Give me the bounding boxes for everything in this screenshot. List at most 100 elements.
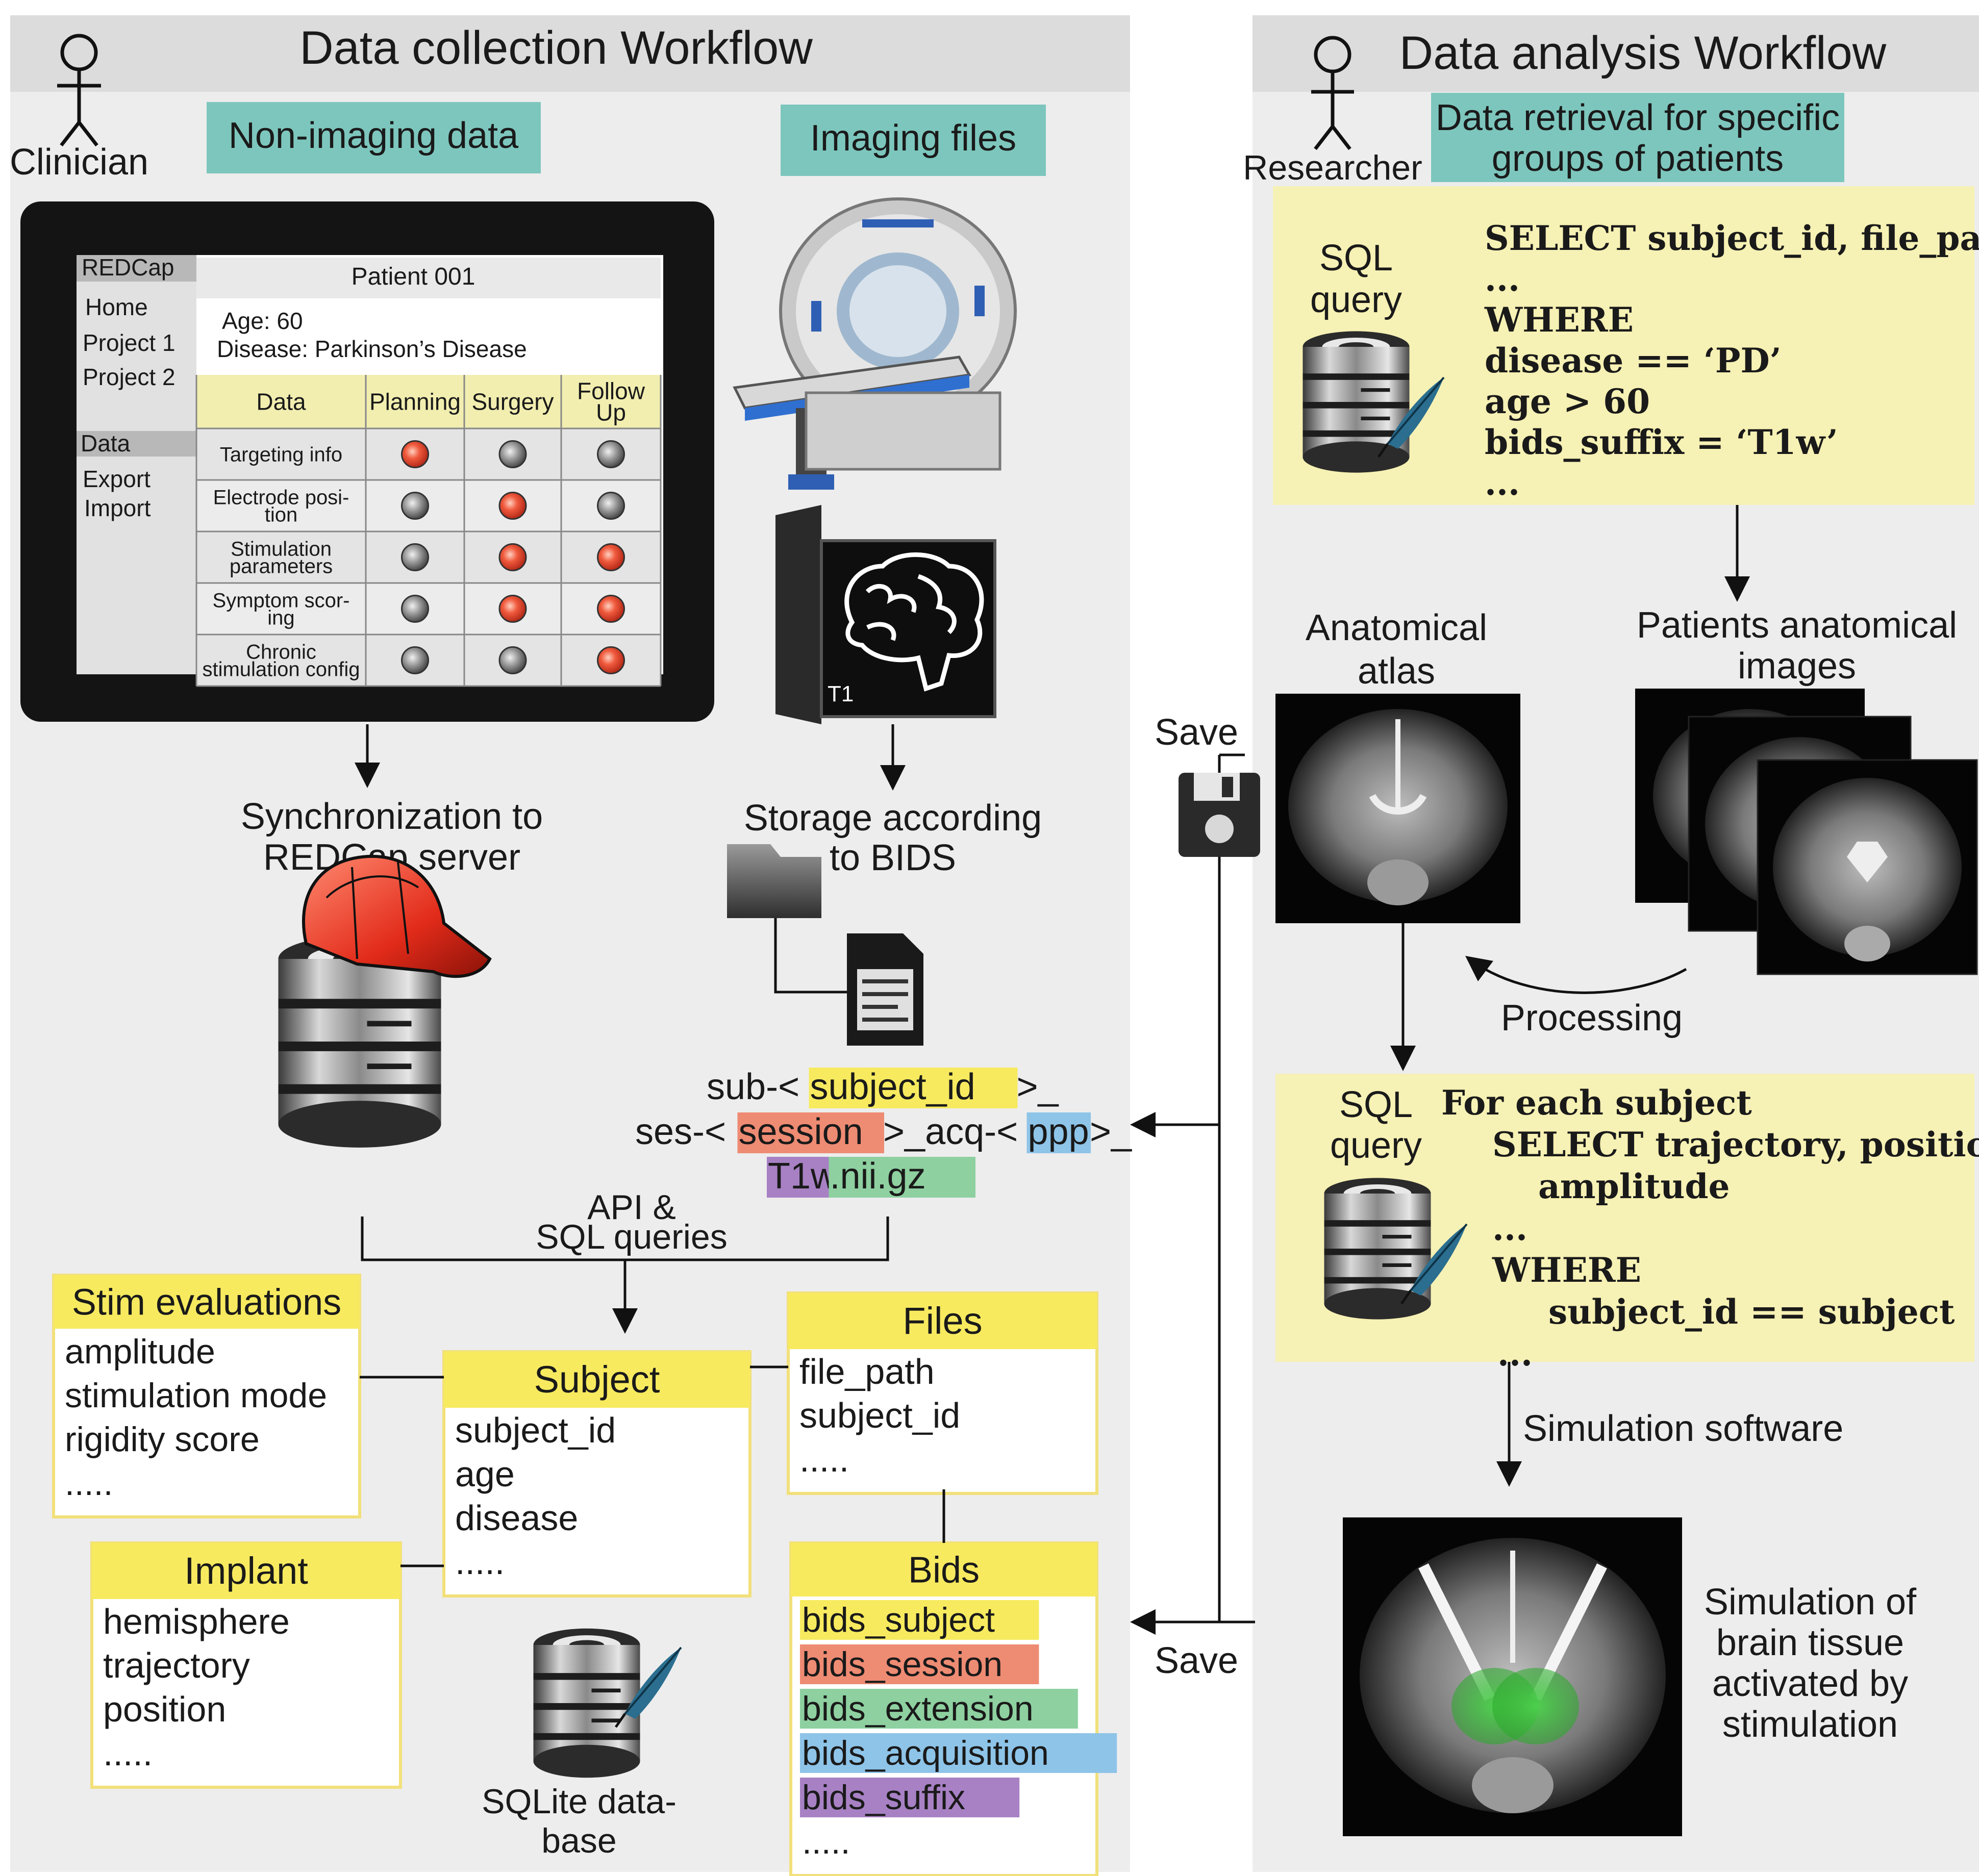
bids-storage-label-line1: Storage according xyxy=(744,798,1042,839)
field-highlight-blue xyxy=(800,1733,1117,1773)
save-floppy-icon[interactable] xyxy=(1179,773,1260,857)
imaging-label-box xyxy=(781,105,1046,176)
simulation-result-line4: stimulation xyxy=(1722,1704,1898,1745)
sql-code-line: For each subject xyxy=(1441,1083,1752,1123)
sql-code-line: bids_suffix = ‘T1w’ xyxy=(1485,422,1838,462)
researcher-label: Researcher xyxy=(1243,148,1422,187)
imaging-label: Imaging files xyxy=(810,118,1016,159)
bids-filename-segment: .nii.gz xyxy=(830,1156,926,1197)
table-field: file_path xyxy=(799,1352,935,1391)
sql-code-line: ... xyxy=(1492,1208,1527,1248)
bids-filename: sub-<subject_id>_ses-<session>_acq-<ppp>… xyxy=(635,1067,1132,1198)
table-field: ..... xyxy=(799,1439,849,1479)
patients-mri-stack xyxy=(1635,689,1978,975)
table-bids: Bidsbids_subjectbids_sessionbids_extensi… xyxy=(789,1541,1117,1876)
redcap-nav-data[interactable]: Data xyxy=(81,430,131,457)
bids-filename-segment: sub-< xyxy=(707,1067,799,1107)
status-dot-active[interactable] xyxy=(498,543,527,571)
status-dot-inactive[interactable] xyxy=(498,440,527,468)
bids-storage-label-line2: to BIDS xyxy=(830,838,956,878)
status-dot-active[interactable] xyxy=(498,595,527,623)
table-field: subject_id xyxy=(455,1410,616,1450)
table-field: age xyxy=(455,1454,515,1494)
sql-code-line: ... xyxy=(1497,1334,1533,1374)
status-dot-active[interactable] xyxy=(498,492,527,520)
bids-filename-segment: >_acq-< xyxy=(883,1111,1018,1152)
redcap-nav-home[interactable]: Home xyxy=(85,294,148,320)
atlas-label-line2: atlas xyxy=(1358,651,1435,692)
table-field: ..... xyxy=(103,1733,153,1773)
sync-label-line1: Synchronization to xyxy=(241,796,543,837)
sqlite-label-line1: SQLite data- xyxy=(482,1782,677,1821)
status-dot-inactive[interactable] xyxy=(498,646,527,674)
sql-code-line: amplitude xyxy=(1538,1167,1730,1206)
non-imaging-label-box xyxy=(207,102,541,173)
redcap-table-row-label: Targeting info xyxy=(220,444,342,466)
table-header-bg xyxy=(788,1293,1097,1349)
sqlite-label-line2: base xyxy=(541,1821,616,1860)
redcap-nav-export[interactable]: Export xyxy=(83,466,151,492)
table-title: Bids xyxy=(908,1550,980,1591)
simulation-result-line2: brain tissue xyxy=(1716,1623,1904,1663)
bids-filename-segment: >_ xyxy=(1090,1111,1132,1152)
redcap-table-row-label: parameters xyxy=(230,555,333,578)
bids-highlight-blue xyxy=(1026,1112,1091,1153)
retrieval-label-box xyxy=(1431,93,1844,182)
table-field: bids_extension xyxy=(802,1689,1034,1728)
processing-label: Processing xyxy=(1501,998,1683,1038)
bids-filename-segment: session xyxy=(739,1111,863,1152)
save-label-bottom: Save xyxy=(1155,1640,1238,1681)
status-dot-active[interactable] xyxy=(597,595,625,623)
simulation-result-line3: activated by xyxy=(1712,1663,1908,1704)
api-label-line1: API & xyxy=(587,1188,676,1227)
folder-icon xyxy=(727,844,821,918)
table-field: amplitude xyxy=(65,1332,215,1371)
folder-file-connector xyxy=(774,918,847,994)
status-dot-inactive[interactable] xyxy=(401,595,429,623)
mri-monitor-label: T1 xyxy=(828,681,854,706)
redcap-table-header: Data xyxy=(256,389,306,415)
status-dot-inactive[interactable] xyxy=(401,646,429,674)
status-dot-active[interactable] xyxy=(597,646,625,674)
sql-code-line: WHERE xyxy=(1492,1250,1641,1290)
status-dot-inactive[interactable] xyxy=(597,492,625,520)
status-dot-active[interactable] xyxy=(401,440,429,468)
flow-arrows-left xyxy=(355,724,906,1334)
table-field: bids_subject xyxy=(802,1601,995,1639)
redcap-table-row-label: Electrode posi- xyxy=(213,487,349,509)
table-field: bids_acquisition xyxy=(802,1734,1049,1772)
table-title: Implant xyxy=(184,1550,308,1592)
redcap-nav-project2[interactable]: Project 2 xyxy=(83,364,176,390)
sql-code-line: ... xyxy=(1485,463,1520,503)
table-field: subject_id xyxy=(799,1396,960,1435)
sql-code-line: SELECT subject_id, file_path xyxy=(1485,218,1979,258)
redcap-table-header: Up xyxy=(596,399,626,426)
redcap-table-header-bg xyxy=(196,375,661,428)
status-dot-inactive[interactable] xyxy=(401,543,429,571)
bids-highlight-green xyxy=(829,1157,975,1198)
sql-code-line: age > 60 xyxy=(1485,382,1650,421)
sql-code-line: WHERE xyxy=(1484,300,1634,340)
status-dot-inactive[interactable] xyxy=(401,492,429,520)
table-header-bg xyxy=(92,1543,400,1599)
table-title: Subject xyxy=(534,1358,660,1401)
mri-scanner-icon xyxy=(733,197,1017,490)
status-dot-active[interactable] xyxy=(597,543,625,571)
table-field: ..... xyxy=(802,1822,850,1861)
table-field: disease xyxy=(455,1498,578,1538)
redcap-nav-import[interactable]: Import xyxy=(84,495,151,521)
status-dot-inactive[interactable] xyxy=(597,440,625,468)
bids-filename-segment: subject_id xyxy=(810,1067,975,1107)
atlas-mri-image xyxy=(1275,694,1520,923)
redcap-table-row-label: Symptom scor- xyxy=(213,590,350,612)
redcap-nav-project1[interactable]: Project 1 xyxy=(83,329,176,356)
table-field: ..... xyxy=(65,1464,113,1503)
save-label-top: Save xyxy=(1155,712,1238,753)
simulation-software-label: Simulation software xyxy=(1523,1408,1843,1449)
redcap-table-header: Planning xyxy=(369,389,461,415)
left-panel-title: Data collection Workflow xyxy=(299,22,813,74)
